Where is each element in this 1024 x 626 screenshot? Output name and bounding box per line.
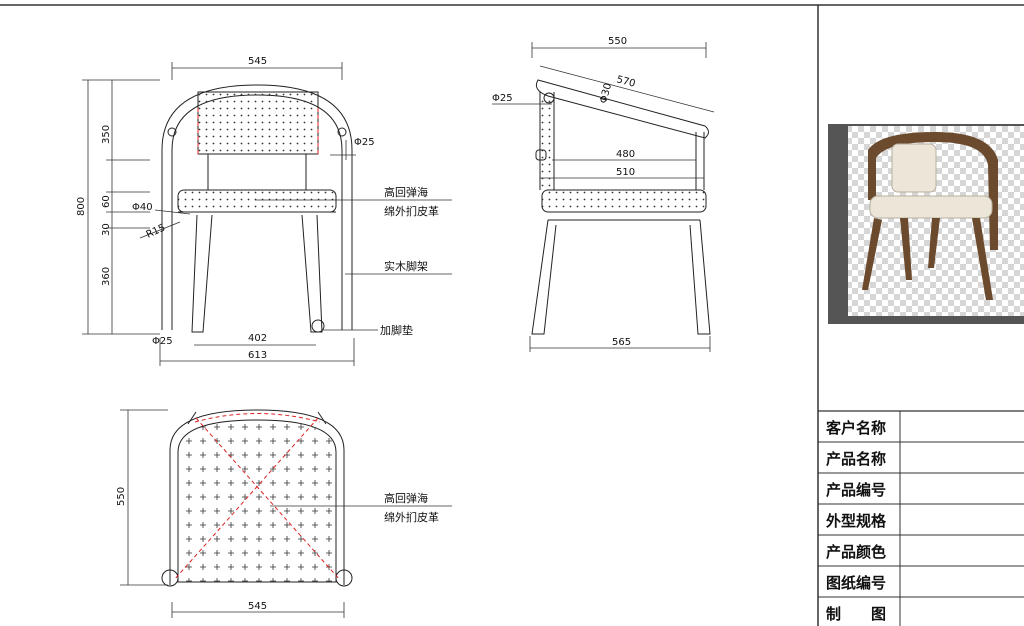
front-total-height-label: 800 <box>76 197 87 216</box>
top-width-label: 545 <box>248 601 267 612</box>
title-block-label-spec: 外型规格 <box>825 512 887 530</box>
top-seat-cushion <box>177 419 337 583</box>
front-seat-gap-label: 60 <box>101 195 112 208</box>
title-block-label-product-code: 产品编号 <box>826 481 886 499</box>
product-photo <box>828 124 1024 324</box>
side-overall-depth-label: 565 <box>612 337 631 348</box>
side-view: 550 570 Φ30 Φ25 480 510 565 <box>492 36 715 352</box>
side-top-width-label: 550 <box>608 36 627 47</box>
front-arm-dia-label: Φ40 <box>132 202 153 213</box>
side-arm-dia-label: Φ30 <box>598 82 614 105</box>
top-view: 550 545 高回弹海 绵外扪皮革 <box>116 409 452 618</box>
title-block-label-product-name: 产品名称 <box>826 450 886 468</box>
front-note-foot: 加脚垫 <box>380 323 413 337</box>
front-back-cushion <box>197 91 319 155</box>
front-foot-dia-label: Φ25 <box>152 336 173 347</box>
front-width-top-label: 545 <box>248 56 267 67</box>
front-pipe-dia-label: Φ25 <box>354 137 375 148</box>
front-view: 545 800 350 60 30 360 Φ40 <box>76 56 452 366</box>
side-seat-width-label: 510 <box>616 167 635 178</box>
side-rod-dia-label: Φ25 <box>492 93 513 104</box>
title-block-label-drafter: 制 图 <box>826 605 886 623</box>
title-block: 客户名称 产品名称 产品编号 外型规格 产品颜色 图纸编号 制 图 <box>818 410 1024 626</box>
title-block-label-color: 产品颜色 <box>826 543 886 561</box>
front-back-height-label: 350 <box>101 125 112 144</box>
front-overall-width-label: 613 <box>248 350 267 361</box>
front-inner-width-label: 402 <box>248 333 267 344</box>
front-seat-cushion <box>177 189 337 213</box>
title-block-label-customer: 客户名称 <box>825 419 886 437</box>
front-note-upholstery-2: 绵外扪皮革 <box>384 204 439 218</box>
side-seat-cushion <box>541 189 707 213</box>
side-arm-length-label: 570 <box>615 74 636 90</box>
top-note-2: 绵外扪皮革 <box>384 510 439 524</box>
side-seat-depth-label: 480 <box>616 149 635 160</box>
title-block-label-drawing-no: 图纸编号 <box>826 574 886 592</box>
top-depth-label: 550 <box>116 487 127 506</box>
top-note-1: 高回弹海 <box>384 491 428 505</box>
front-note-upholstery-1: 高回弹海 <box>384 185 428 199</box>
front-leg-height-label: 360 <box>101 267 112 286</box>
front-note-frame: 实木脚架 <box>384 259 428 273</box>
front-seat-thick-label: 30 <box>101 223 112 236</box>
